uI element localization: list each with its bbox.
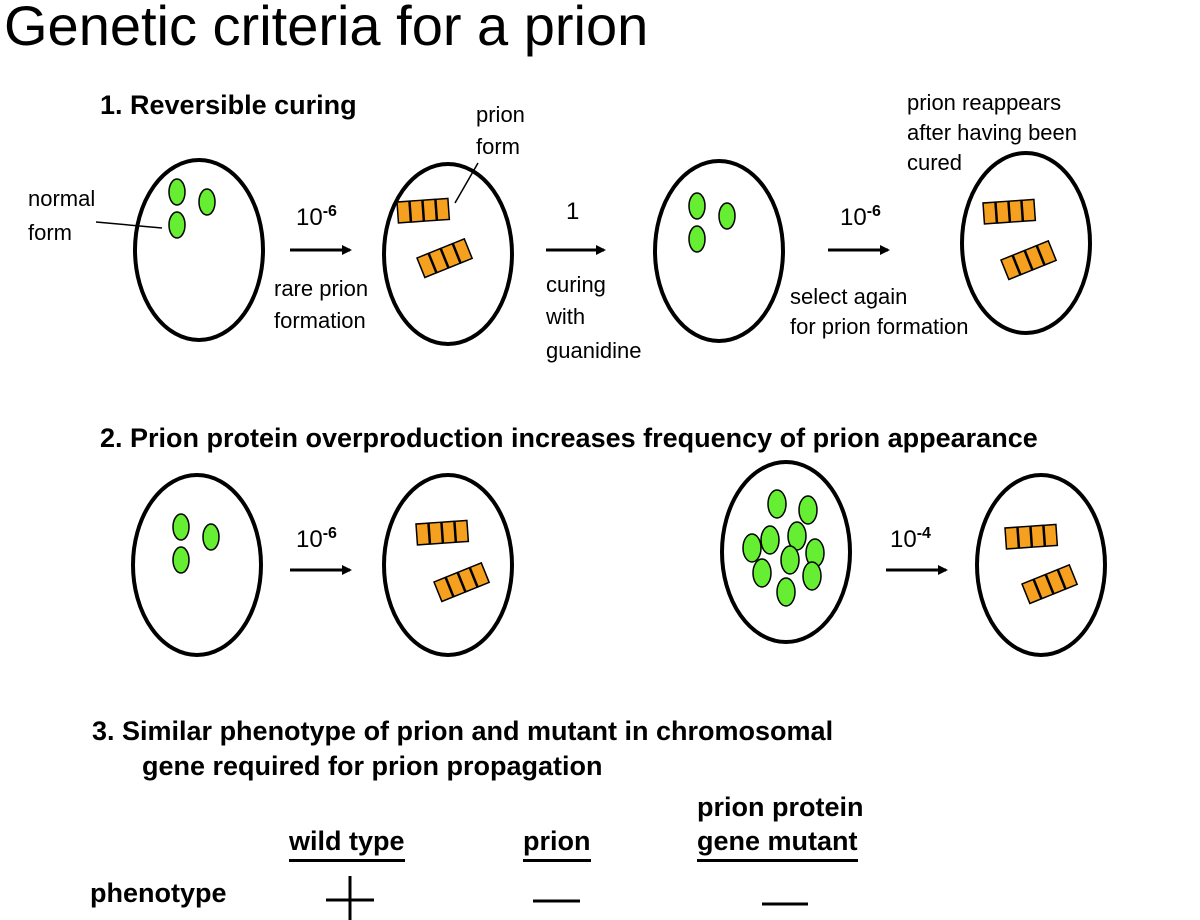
cell-normal-1 xyxy=(133,158,265,342)
step2-label-line1: curing xyxy=(546,272,606,297)
reappear-label-line1: prion reappears xyxy=(907,90,1062,115)
reappear-label-line2: after having been xyxy=(907,120,1078,145)
label-prion-form-line1: prion xyxy=(476,102,525,127)
label-normal-form-line1: normal xyxy=(28,186,96,211)
prion-aggregate xyxy=(396,197,451,224)
section1-heading: 1. Reversible curing xyxy=(100,90,357,120)
column-header-prion: prion xyxy=(523,826,591,862)
pointer-prion-form xyxy=(454,162,479,204)
cell-cured xyxy=(653,159,785,343)
cell-prion-section2-left xyxy=(382,473,514,657)
step1-label-line2: formation xyxy=(274,308,366,333)
cell-normal-overproduction-left xyxy=(131,473,263,657)
step3-label-line1: select again xyxy=(790,284,908,309)
rate-step2: 1 xyxy=(566,198,580,225)
plus-sign xyxy=(326,876,374,920)
section2-heading: 2. Prion protein overproduction increase… xyxy=(100,423,1038,453)
column-header-mutant-line1: prion protein xyxy=(697,792,864,822)
cell-prion-reappeared xyxy=(960,151,1092,335)
section3-heading-line2: gene required for prion propagation xyxy=(142,751,603,781)
pointer-normal-form xyxy=(95,221,163,229)
row-label-phenotype: phenotype xyxy=(90,878,227,908)
step2-label-line3: guanidine xyxy=(546,338,642,363)
prion-aggregate xyxy=(416,237,474,279)
rate-section2-left: 10-6 xyxy=(296,525,337,553)
cell-prion-section2-right xyxy=(975,473,1107,657)
slide-title: Genetic criteria for a prion xyxy=(4,0,649,57)
prion-aggregate xyxy=(1004,523,1059,550)
step1-label-line1: rare prion xyxy=(274,276,369,301)
label-normal-form-line2: form xyxy=(28,220,72,245)
rate-step1: 10-6 xyxy=(296,203,337,231)
label-prion-form-line2: form xyxy=(476,134,520,159)
prion-aggregate xyxy=(415,519,470,546)
section3-heading-line1: 3. Similar phenotype of prion and mutant… xyxy=(92,716,834,746)
rate-section2-right: 10-4 xyxy=(890,525,931,553)
step2-label-line2: with xyxy=(546,304,586,329)
reappear-label-line3: cured xyxy=(907,150,963,175)
rate-step3: 10-6 xyxy=(840,203,881,231)
step3-label-line2: for prion formation xyxy=(790,314,969,339)
column-header-wild-type: wild type xyxy=(289,826,405,862)
normal-protein-many xyxy=(742,489,825,607)
column-header-mutant-line2: gene mutant xyxy=(697,826,858,862)
prion-aggregate xyxy=(982,198,1037,225)
